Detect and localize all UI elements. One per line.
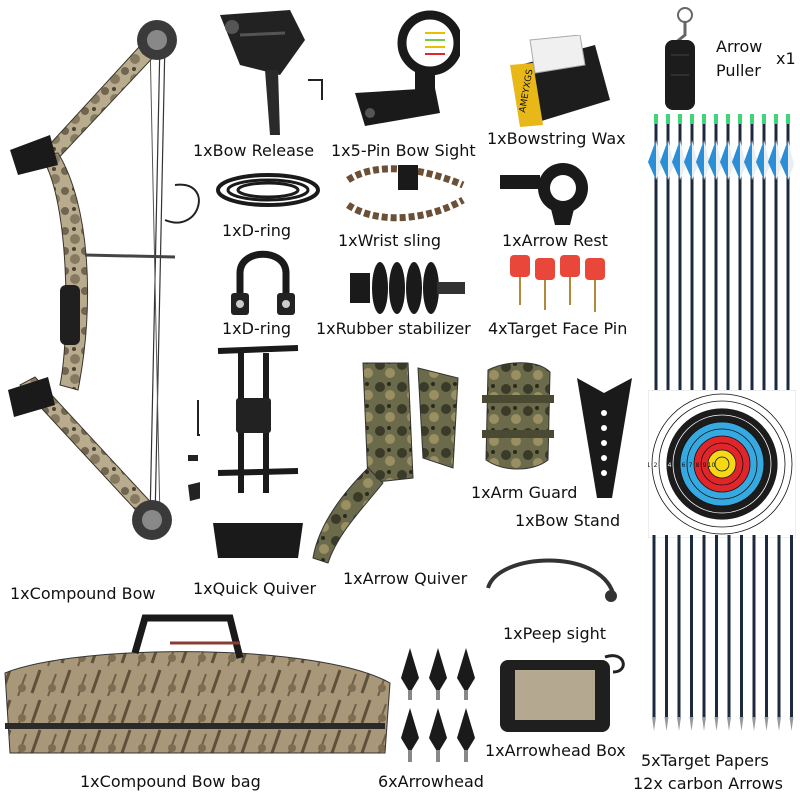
- carbon-arrow-fletched: [756, 114, 770, 400]
- target-ring-number: 8: [696, 462, 700, 469]
- bow-release-image: [210, 5, 330, 135]
- label-bowstring-wax: 1xBowstring Wax: [487, 129, 626, 148]
- label-arrow-puller-qty: x1: [776, 49, 796, 68]
- carbon-arrow-fletched: [660, 114, 674, 400]
- target-ring-number: 1: [648, 462, 651, 469]
- target-ring-number: 4: [668, 462, 672, 469]
- carbon-arrow-tip: [739, 535, 744, 731]
- carbon-arrow-tip: [689, 535, 694, 731]
- carbon-arrow-fletched: [708, 114, 722, 400]
- carbon-arrow-tip: [652, 535, 656, 731]
- compound-bow-bag-image: [0, 608, 395, 758]
- compound-bow-image: [0, 5, 200, 550]
- label-bow-stand: 1xBow Stand: [515, 511, 621, 530]
- target-ring-number: 7: [689, 462, 693, 469]
- arrowhead-box-image: [495, 652, 635, 737]
- label-compound-bow-bag: 1xCompound Bow bag: [80, 772, 261, 791]
- label-bow-sight: 1x5-Pin Bow Sight: [331, 141, 476, 160]
- bow-stand-image: [572, 368, 637, 503]
- label-arrow-puller-line2: Puller: [716, 61, 761, 80]
- carbon-arrow-tip: [714, 535, 719, 731]
- carbon-arrow-fletched: [768, 114, 782, 400]
- target-face-pins-image: [505, 250, 615, 318]
- label-arrow-puller-line1: Arrow: [716, 37, 763, 56]
- carbon-arrow-tip: [764, 535, 769, 731]
- quick-quiver-image: [208, 343, 308, 568]
- label-quick-quiver: 1xQuick Quiver: [193, 579, 317, 598]
- d-ring-rope-image: [208, 165, 333, 220]
- carbon-arrow-tip: [702, 535, 706, 731]
- bowstring-wax-image: AMEYXGS: [505, 35, 615, 130]
- wrist-sling-image: [338, 160, 473, 230]
- carbon-arrow-tip: [752, 535, 756, 731]
- carbon-arrow-tip: [789, 535, 794, 731]
- target-ring: [714, 456, 730, 472]
- peep-sight-image: [478, 548, 623, 618]
- label-peep-sight: 1xPeep sight: [503, 624, 607, 643]
- label-rubber-stabilizer: 1xRubber stabilizer: [316, 319, 471, 338]
- carbon-arrow-tip: [727, 535, 731, 731]
- target-ring-number: 3: [661, 462, 665, 469]
- carbon-arrow-fletched: [780, 114, 794, 400]
- carbon-arrow-fletched: [696, 114, 710, 400]
- carbon-arrow-fletched: [684, 114, 698, 400]
- carbon-arrow-tip: [664, 535, 669, 731]
- target-ring-number: 2: [654, 462, 658, 469]
- arrow-quiver-image: [308, 358, 468, 568]
- target-ring-number: 10: [708, 462, 716, 469]
- rubber-stabilizer-image: [345, 258, 470, 318]
- carbon-arrow-fletched: [744, 114, 758, 400]
- label-compound-bow: 1xCompound Bow: [10, 584, 156, 603]
- label-bow-release: 1xBow Release: [193, 141, 315, 160]
- label-arrowhead: 6xArrowhead: [378, 772, 484, 791]
- carbon-arrow-fletched: [720, 114, 734, 400]
- label-arrow-rest: 1xArrow Rest: [502, 231, 608, 250]
- label-d-ring-1: 1xD-ring: [222, 221, 292, 240]
- arm-guard-image: [478, 360, 558, 475]
- label-carbon-arrows: 12x carbon Arrows: [633, 774, 783, 793]
- label-wrist-sling: 1xWrist sling: [338, 231, 441, 250]
- target-ring-number: 6: [682, 462, 686, 469]
- label-arrowhead-box: 1xArrowhead Box: [485, 741, 626, 760]
- target-ring-number: 5: [675, 462, 679, 469]
- arrow-puller-image: [645, 5, 705, 115]
- arrow-rest-image: [495, 160, 595, 230]
- label-target-face-pin: 4xTarget Face Pin: [488, 319, 628, 338]
- label-target-papers: 5xTarget Papers: [641, 751, 769, 770]
- carbon-arrow-tip: [777, 535, 781, 731]
- d-ring-metal-image: [228, 243, 298, 318]
- carbon-arrows-lower: [632, 535, 800, 735]
- carbon-arrows-upper: [632, 110, 800, 400]
- target-ring-number: 9: [703, 462, 707, 469]
- carbon-arrow-fletched: [648, 114, 662, 400]
- label-arrow-quiver: 1xArrow Quiver: [343, 569, 468, 588]
- carbon-arrow-fletched: [672, 114, 686, 400]
- label-d-ring-2: 1xD-ring: [222, 319, 292, 338]
- carbon-arrow-tip: [677, 535, 681, 731]
- bow-sight-image: [345, 8, 460, 133]
- arrowheads-image: [398, 648, 483, 766]
- label-arm-guard: 1xArm Guard: [471, 483, 578, 502]
- carbon-arrow-fletched: [732, 114, 746, 400]
